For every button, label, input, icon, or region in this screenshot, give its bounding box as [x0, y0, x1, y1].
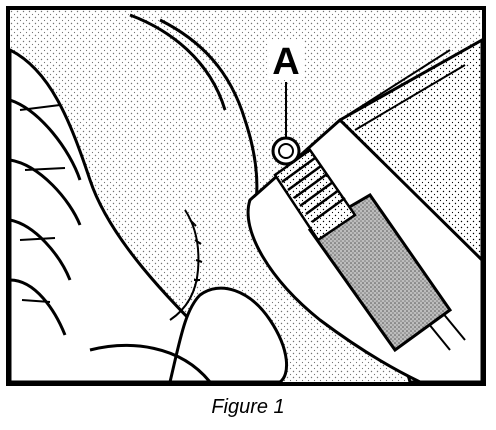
callout-point-hole — [278, 143, 294, 159]
ribbed-handle — [273, 148, 357, 242]
figure-caption: Figure 1 — [211, 396, 285, 418]
base-curve — [89, 344, 212, 382]
figure-illustration-frame: A — [6, 6, 486, 386]
callout-label-a: A — [272, 41, 299, 83]
figure-illustration: A — [10, 10, 482, 382]
cylinder-housing — [168, 286, 289, 382]
callout-label-bg — [268, 40, 304, 80]
